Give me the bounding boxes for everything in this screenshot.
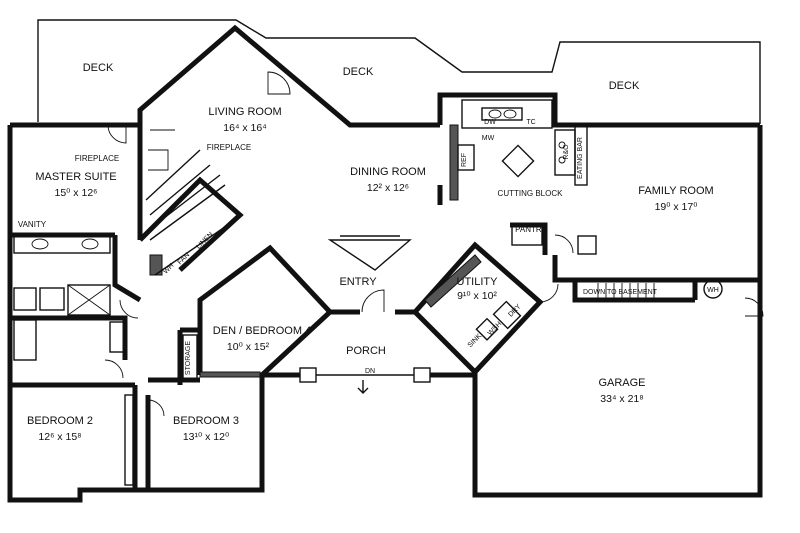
fireplace-right-label: FIREPLACE (207, 143, 251, 152)
tc-label: TC (526, 119, 535, 126)
mw-label: MW (482, 135, 495, 142)
fireplace-left-label: FIREPLACE (75, 154, 119, 163)
exterior-walls (7, 24, 763, 503)
entry-label: ENTRY (339, 276, 377, 288)
dining-room-label: DINING ROOM (350, 166, 426, 178)
deck-right-label: DECK (609, 80, 640, 92)
bedroom3-label: BEDROOM 3 (173, 415, 239, 427)
pantry-label: PANTRY (515, 225, 547, 234)
master-suite-label: MASTER SUITE (35, 171, 116, 183)
living-room-label: LIVING ROOM (208, 106, 281, 118)
fixtures (13, 99, 740, 496)
water-heater-label: WH (707, 287, 719, 294)
deck-outline (37, 19, 761, 124)
deck-left-label: DECK (83, 62, 114, 74)
living-room-dim: 16⁴ x 16⁴ (223, 122, 266, 134)
utility-label: UTILITY (457, 276, 499, 288)
den-bedroom4-label: DEN / BEDROOM 4 (213, 325, 311, 337)
dw-label: DW (484, 119, 496, 126)
rbo-label: R&O (563, 144, 570, 160)
sink-label: SINK (467, 332, 484, 349)
family-room-label: FAMILY ROOM (638, 185, 713, 197)
deck-center-label: DECK (343, 66, 374, 78)
ref-label: REF (461, 153, 468, 167)
down-to-basement-label: DOWN TO BASEMENT (583, 289, 658, 296)
master-suite-dim: 15⁰ x 12⁶ (55, 187, 98, 199)
cutting-block-label: CUTTING BLOCK (498, 189, 564, 198)
door-swings (104, 71, 764, 417)
storage-label: STORAGE (185, 341, 192, 375)
bedroom3-dim: 13¹⁰ x 12⁰ (183, 431, 230, 443)
room-labels: DECK DECK DECK LIVING ROOM 16⁴ x 16⁴ DIN… (27, 62, 714, 443)
interior-walls (10, 125, 760, 490)
utility-dim: 9¹⁰ x 10² (457, 290, 497, 302)
bedroom2-dim: 12⁶ x 15⁸ (38, 431, 81, 443)
dn-label: DN (365, 368, 375, 375)
eating-bar-label: EATING BAR (577, 137, 584, 179)
den-bedroom4-dim: 10⁰ x 15² (227, 341, 270, 353)
porch-label: PORCH (346, 345, 386, 357)
dining-room-dim: 12² x 12⁶ (367, 182, 409, 194)
wh-closet-label: WH (162, 262, 175, 275)
bedroom2-label: BEDROOM 2 (27, 415, 93, 427)
garage-dim: 33⁴ x 21⁸ (600, 393, 643, 405)
family-room-dim: 19⁰ x 17⁰ (655, 201, 699, 213)
washer-label: WSH (487, 321, 504, 338)
vanity-label: VANITY (18, 220, 47, 229)
garage-label: GARAGE (598, 377, 645, 389)
